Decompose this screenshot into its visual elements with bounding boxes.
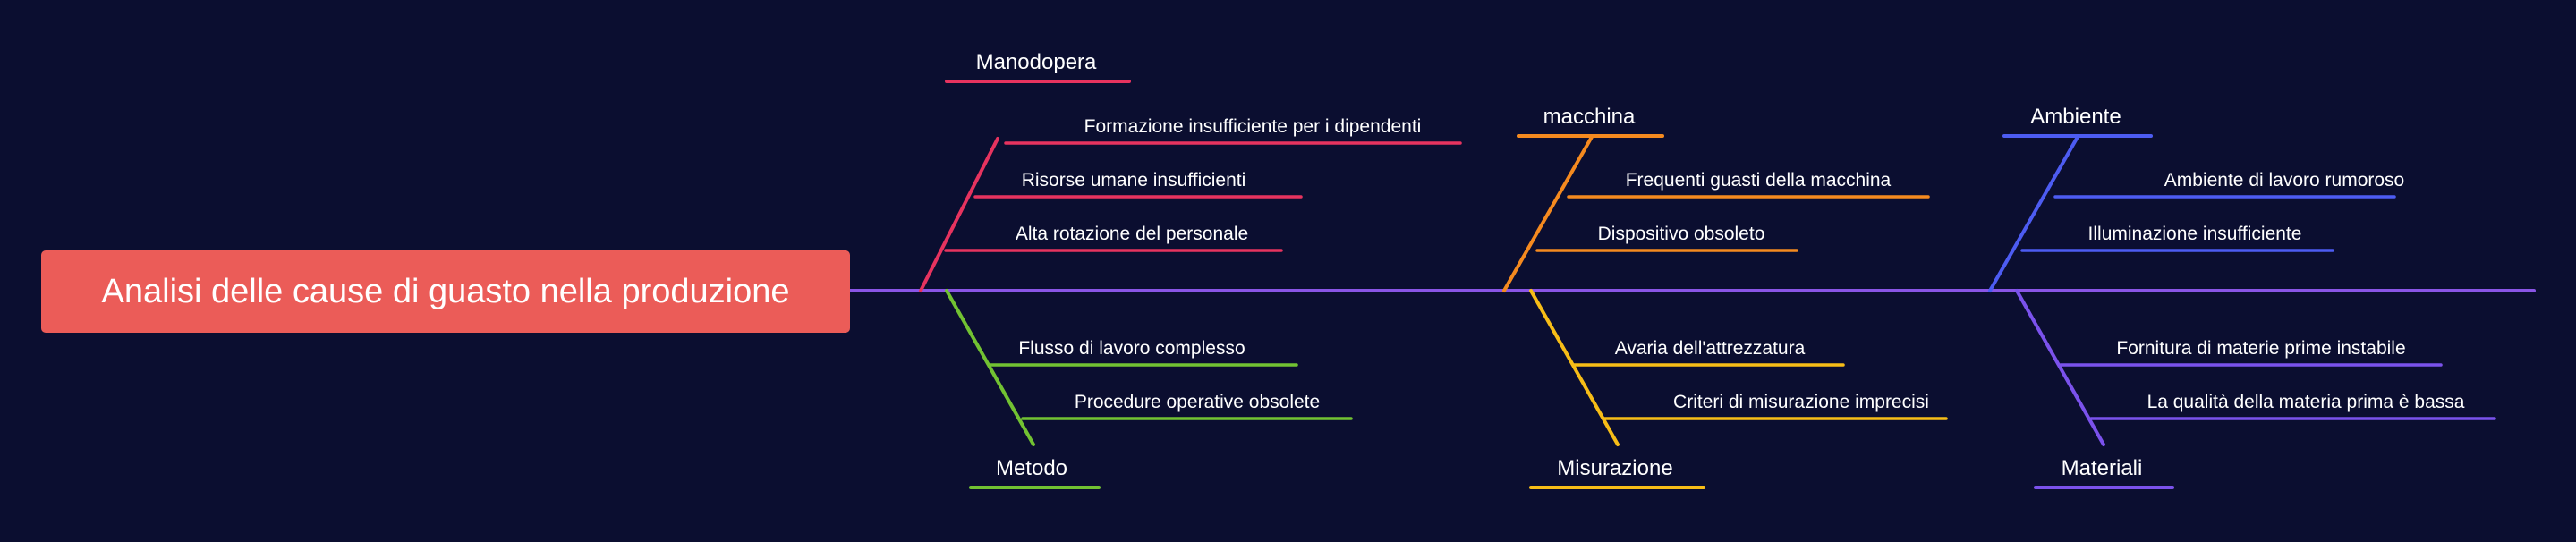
cause-label-metodo-1[interactable]: Procedure operative obsolete bbox=[1075, 392, 1320, 412]
cause-label-materiali-0[interactable]: Fornitura di materie prime instabile bbox=[2116, 338, 2405, 359]
category-label-ambiente[interactable]: Ambiente bbox=[2030, 105, 2121, 129]
cause-label-misurazione-1[interactable]: Criteri di misurazione imprecisi bbox=[1673, 392, 1929, 412]
cause-label-manodopera-0[interactable]: Formazione insufficiente per i dipendent… bbox=[1084, 116, 1422, 137]
lines-layer bbox=[848, 80, 2536, 489]
bone-ambiente bbox=[1988, 135, 2079, 292]
bone-macchina bbox=[1502, 135, 1594, 292]
category-label-materiali[interactable]: Materiali bbox=[2062, 456, 2143, 480]
cause-label-ambiente-1[interactable]: Illuminazione insufficiente bbox=[2088, 224, 2302, 244]
cause-label-misurazione-0[interactable]: Avaria dell'attrezzatura bbox=[1615, 338, 1806, 359]
bone-metodo bbox=[945, 289, 1035, 446]
category-label-misurazione[interactable]: Misurazione bbox=[1557, 456, 1672, 480]
cause-label-materiali-1[interactable]: La qualità della materia prima è bassa bbox=[2147, 392, 2465, 412]
cause-label-macchina-0[interactable]: Frequenti guasti della macchina bbox=[1626, 170, 1892, 191]
head-title: Analisi delle cause di guasto nella prod… bbox=[101, 272, 790, 310]
bone-materiali bbox=[2015, 289, 2105, 446]
cause-label-metodo-0[interactable]: Flusso di lavoro complesso bbox=[1018, 338, 1245, 359]
cause-label-ambiente-0[interactable]: Ambiente di lavoro rumoroso bbox=[2164, 170, 2404, 191]
category-label-metodo[interactable]: Metodo bbox=[996, 456, 1067, 480]
bone-manodopera bbox=[919, 137, 999, 292]
head-box[interactable]: Analisi delle cause di guasto nella prod… bbox=[41, 250, 850, 333]
category-label-macchina[interactable]: macchina bbox=[1543, 105, 1636, 129]
cause-label-manodopera-2[interactable]: Alta rotazione del personale bbox=[1016, 224, 1248, 244]
cause-label-manodopera-1[interactable]: Risorse umane insufficienti bbox=[1022, 170, 1246, 191]
bone-misurazione bbox=[1529, 289, 1620, 446]
cause-label-macchina-1[interactable]: Dispositivo obsoleto bbox=[1598, 224, 1765, 244]
category-label-manodopera[interactable]: Manodopera bbox=[976, 50, 1097, 74]
